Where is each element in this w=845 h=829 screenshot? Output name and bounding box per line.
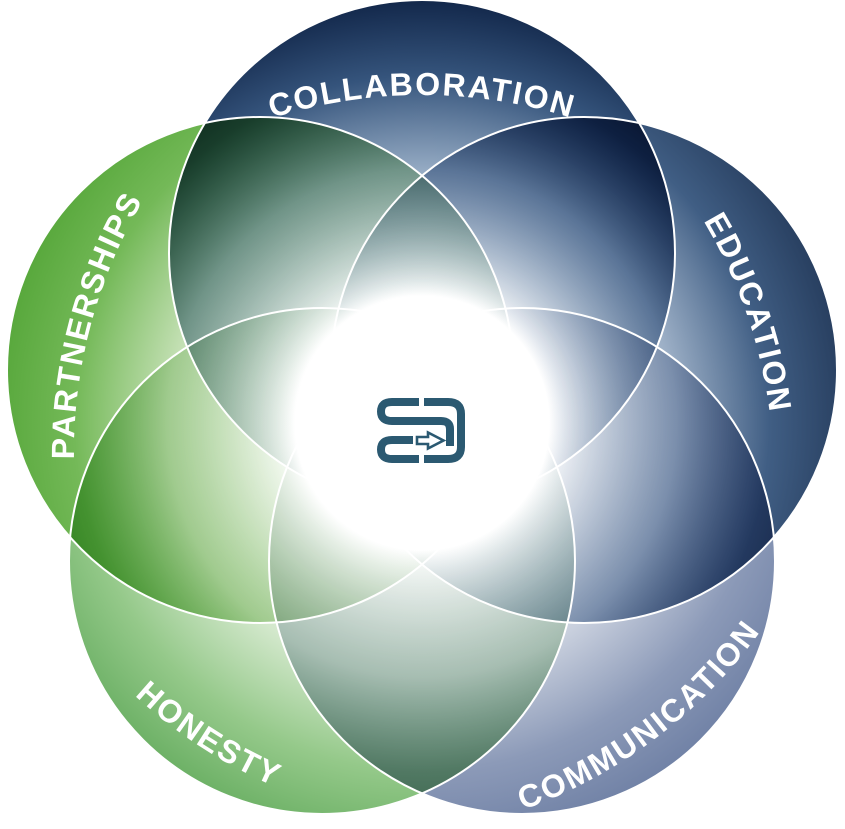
circle-communication-outline bbox=[268, 307, 776, 815]
venn-circle-outlines bbox=[6, 0, 838, 815]
venn-circles bbox=[7, 0, 837, 814]
logo-stroke-outer-c bbox=[424, 398, 465, 463]
circle-education-outline bbox=[330, 116, 838, 624]
circle-honesty-outline bbox=[68, 307, 576, 815]
circle-partnerships bbox=[7, 117, 513, 623]
logo-stroke-top-s bbox=[376, 398, 454, 446]
circle-collaboration-outline bbox=[168, 0, 676, 507]
logo-stroke-bottom-s bbox=[376, 436, 419, 463]
s-arrow-logo bbox=[376, 398, 465, 463]
circle-partnerships-outline bbox=[6, 116, 514, 624]
logo-arrow-icon bbox=[415, 430, 447, 451]
